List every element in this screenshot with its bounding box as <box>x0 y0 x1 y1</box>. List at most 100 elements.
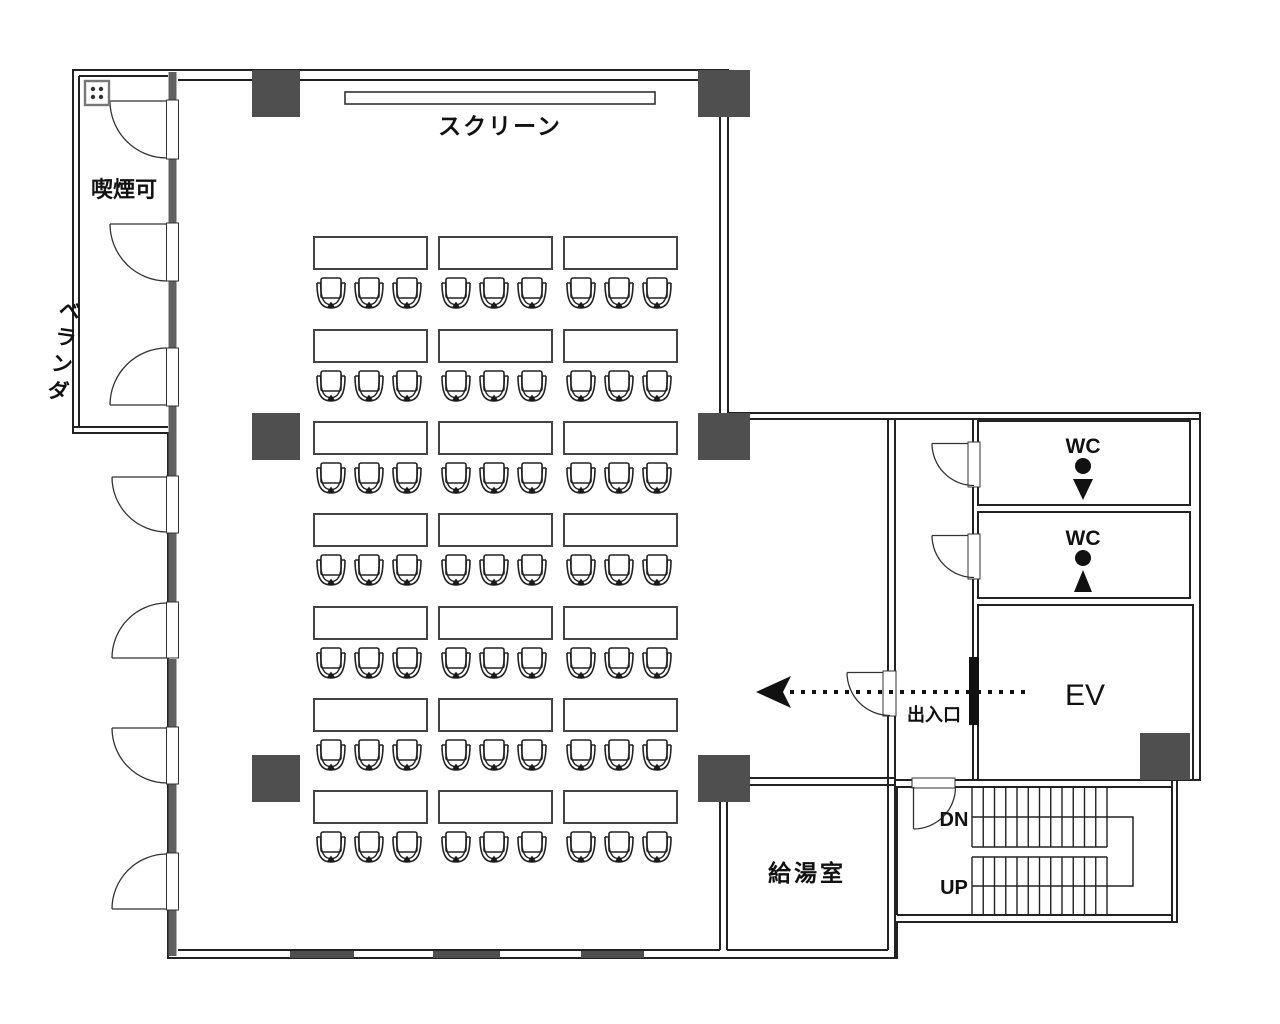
wc-mens-icon <box>1073 458 1093 500</box>
doors <box>109 100 975 910</box>
rooms <box>977 420 1194 781</box>
chair <box>479 739 509 772</box>
chair <box>604 739 634 772</box>
table <box>313 513 428 547</box>
ashtray-icon <box>83 79 111 107</box>
chair <box>316 277 346 310</box>
table <box>563 790 678 824</box>
left-door-3 <box>111 727 167 784</box>
stairwell-walls <box>896 780 1173 922</box>
chair <box>316 831 346 864</box>
kitchenette-label: 給湯室 <box>768 860 846 886</box>
chair <box>566 831 596 864</box>
pillar <box>698 755 750 802</box>
chair <box>642 831 672 864</box>
veranda-label: ベランダ <box>46 299 81 405</box>
veranda-door-2 <box>109 223 167 282</box>
chair <box>642 647 672 680</box>
stair-path-line <box>972 816 1134 887</box>
chair <box>604 370 634 403</box>
chair <box>566 554 596 587</box>
table <box>563 513 678 547</box>
chair <box>604 554 634 587</box>
table <box>313 698 428 732</box>
veranda-inner-wall <box>73 75 168 428</box>
chair <box>354 462 384 495</box>
wc-womens-door <box>931 534 975 579</box>
walls <box>72 69 1201 959</box>
table <box>563 606 678 640</box>
pillar <box>252 413 300 460</box>
pillar <box>698 70 750 117</box>
smoking-label: 喫煙可 <box>91 177 157 202</box>
left-door-1 <box>111 476 167 533</box>
elevator-label: EV <box>1065 679 1105 712</box>
chair <box>354 739 384 772</box>
stair-guides <box>972 816 1134 887</box>
left-door-4 <box>111 853 167 910</box>
wall-heater-segment <box>433 951 500 958</box>
pillar <box>252 70 300 117</box>
table <box>563 698 678 732</box>
chair <box>604 647 634 680</box>
screen-label: スクリーン <box>438 113 562 139</box>
table <box>438 421 553 455</box>
table <box>438 513 553 547</box>
chair <box>517 554 547 587</box>
chair <box>566 739 596 772</box>
table <box>438 790 553 824</box>
chair <box>479 554 509 587</box>
chair <box>479 462 509 495</box>
chair <box>441 831 471 864</box>
chair <box>441 370 471 403</box>
seating-area <box>313 236 678 864</box>
door-openings <box>166 99 981 911</box>
pillar <box>1140 733 1190 780</box>
table <box>313 329 428 363</box>
chair <box>392 462 422 495</box>
stairs-up-label: UP <box>940 877 968 899</box>
chair <box>354 831 384 864</box>
chair <box>517 462 547 495</box>
chair <box>604 277 634 310</box>
chair <box>566 462 596 495</box>
table <box>563 421 678 455</box>
chair <box>392 831 422 864</box>
chair <box>566 647 596 680</box>
chair <box>392 277 422 310</box>
pillar <box>698 413 750 460</box>
stairwell-door <box>912 786 957 830</box>
chair <box>517 739 547 772</box>
chair <box>316 554 346 587</box>
wall-heater-segment <box>290 951 354 958</box>
chair <box>441 462 471 495</box>
veranda-door-3 <box>109 347 167 406</box>
chair <box>354 647 384 680</box>
table <box>438 329 553 363</box>
labels: スクリーン 喫煙可 ベランダ 出入口 給湯室 EV WC WC DN UP <box>46 113 1105 899</box>
chair <box>479 647 509 680</box>
chair <box>441 554 471 587</box>
table <box>563 329 678 363</box>
entrance-label: 出入口 <box>907 704 961 725</box>
chair <box>392 370 422 403</box>
chair <box>517 277 547 310</box>
chair <box>642 370 672 403</box>
chair <box>316 647 346 680</box>
entrance-door <box>846 671 891 717</box>
table <box>438 236 553 270</box>
stairwell-top-wall <box>895 779 1197 788</box>
table <box>438 698 553 732</box>
chair <box>441 647 471 680</box>
left-door-2 <box>111 602 167 659</box>
projector-screen <box>344 91 656 105</box>
entrance-arrow <box>756 676 1030 708</box>
chair <box>642 462 672 495</box>
wc-mens-door <box>931 442 975 487</box>
chair <box>392 739 422 772</box>
wc-mens-label: WC <box>1066 435 1101 458</box>
wall-heater-segment <box>581 951 644 958</box>
pillars <box>252 70 1190 958</box>
chair <box>642 554 672 587</box>
